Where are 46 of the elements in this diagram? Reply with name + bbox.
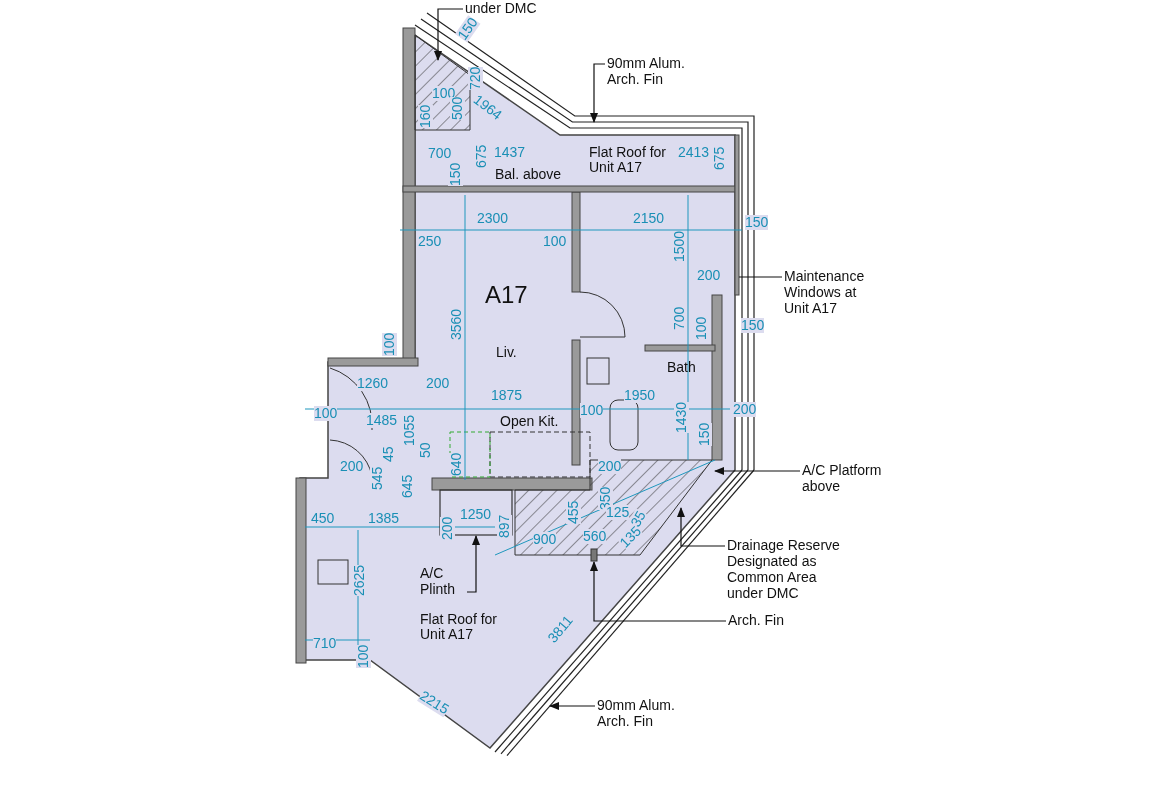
- callout-text: A/C Plinth: [420, 565, 465, 598]
- callout-text: Drainage Reserve Designated as Common Area under DMC: [727, 537, 852, 602]
- leader-line: [738, 276, 783, 278]
- callout-text: Maintenance Windows at Unit A17: [784, 268, 879, 317]
- callout-text: A/C Platform above: [802, 462, 882, 495]
- dimension-label: 100: [580, 403, 604, 419]
- dimension-label: 1260: [357, 376, 389, 392]
- callout-text: Arch. Fin: [728, 612, 818, 629]
- leader-line: [549, 702, 596, 710]
- dimension-label: 150: [745, 215, 769, 231]
- dimension-label: 150: [448, 162, 464, 186]
- dimension-label: 720: [468, 66, 484, 90]
- dimension-label: 200: [440, 516, 456, 540]
- dimension-label: 1430: [674, 401, 690, 433]
- dimension-label: 1950: [624, 388, 656, 404]
- dimension-label: 200: [733, 402, 757, 418]
- dimension-label: 160: [418, 104, 434, 128]
- leader-line: [466, 535, 480, 593]
- room-label: Liv.: [496, 345, 517, 361]
- dimension-label: 500: [450, 96, 466, 120]
- dimension-label: 150: [697, 422, 713, 446]
- room-label: Bal. above: [495, 167, 562, 183]
- dimension-label: 200: [598, 459, 622, 475]
- leader-line: [590, 561, 727, 622]
- dimension-label: 560: [583, 529, 607, 545]
- leader-line: [590, 63, 606, 123]
- fin-bar: [590, 548, 598, 562]
- dimension-label: 900: [533, 532, 557, 548]
- unit-number: A17: [485, 282, 528, 309]
- callout-text: 90mm Alum. Arch. Fin: [597, 697, 697, 730]
- room-label: Open Kit.: [500, 414, 559, 430]
- dimension-label: 100: [382, 332, 398, 356]
- dimension-label: 897: [497, 514, 513, 538]
- dimension-label: 150: [741, 318, 765, 334]
- dimension-label: 455: [566, 500, 582, 524]
- room-label: Flat Roof for Unit A17: [420, 612, 499, 643]
- room-label: Flat Roof for Unit A17: [589, 145, 668, 176]
- leader-line: [434, 8, 464, 61]
- dimension-label: 100: [356, 644, 372, 668]
- room-label: Bath: [667, 360, 696, 376]
- callout-text: under DMC: [465, 0, 585, 17]
- callout-text: 90mm Alum. Arch. Fin: [607, 55, 707, 88]
- leader-line: [677, 507, 726, 547]
- dimension-label: 100: [314, 406, 338, 422]
- dimension-label: 1485: [366, 413, 398, 429]
- leader-line: [714, 467, 801, 475]
